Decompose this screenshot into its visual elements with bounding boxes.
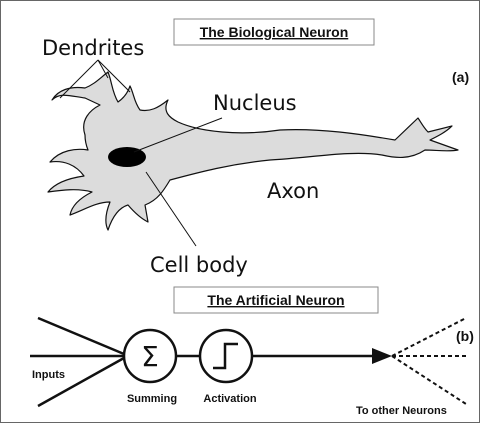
cell-body-label: Cell body bbox=[150, 253, 248, 277]
artificial-panel: The Artificial Neuron (b) Σ Inputs Summi… bbox=[30, 287, 474, 417]
input-line-1 bbox=[38, 318, 124, 354]
output-dash-1 bbox=[392, 318, 466, 356]
output-arrowhead bbox=[372, 348, 392, 364]
cell-body-pointer bbox=[146, 172, 196, 246]
outputs-label: To other Neurons bbox=[356, 405, 447, 417]
axon-label: Axon bbox=[267, 179, 319, 203]
biological-panel: The Biological Neuron (a) Dendrites Nucl… bbox=[42, 19, 469, 277]
sigma-symbol: Σ bbox=[141, 340, 159, 373]
input-line-3 bbox=[38, 358, 124, 406]
inputs-label: Inputs bbox=[32, 369, 65, 381]
nucleus-label: Nucleus bbox=[213, 91, 297, 115]
summing-label: Summing bbox=[127, 393, 177, 405]
artificial-title: The Artificial Neuron bbox=[207, 292, 344, 308]
panel-label-a: (a) bbox=[452, 69, 469, 85]
dendrites-label: Dendrites bbox=[42, 36, 144, 60]
output-dash-3 bbox=[392, 356, 466, 404]
biological-title: The Biological Neuron bbox=[200, 24, 349, 40]
activation-label: Activation bbox=[203, 393, 256, 405]
panel-label-b: (b) bbox=[456, 328, 474, 344]
